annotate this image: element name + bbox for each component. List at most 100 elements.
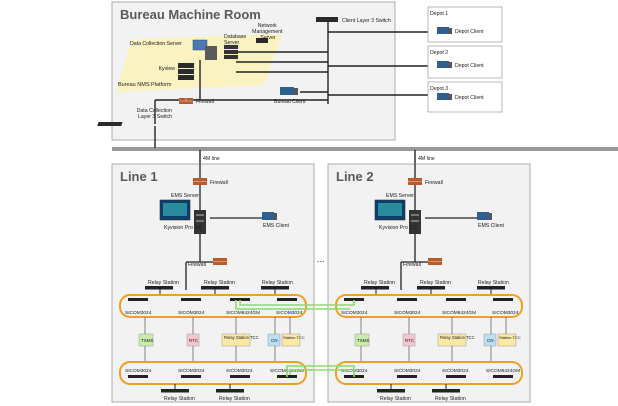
nms-platform-area xyxy=(116,34,282,92)
network-management-server-label: Network Management Server xyxy=(252,23,284,41)
client-switch-label: Client Layer 3 Switch xyxy=(342,18,391,24)
depot-2-title: Depot 2 xyxy=(430,50,448,56)
bureau-links xyxy=(154,19,428,124)
line1-sicom-top-1-label: SICOM3024 xyxy=(125,310,152,316)
line1-sicom-top-4-label: SICOM3024 xyxy=(276,310,303,316)
line2-sicom-top-4 xyxy=(493,298,513,301)
line2-tsms-label: TSMS xyxy=(357,338,370,343)
line2-top-ring xyxy=(335,294,523,318)
line1-firewall-top-icon xyxy=(193,178,207,185)
line2-relay-bottom-2-label: Relay Station xyxy=(435,396,466,402)
db-label-line1: Database xyxy=(224,34,246,40)
line1-bottom-ring xyxy=(119,361,307,385)
line1-kyvision-label: Kyvision Pro 3.0 xyxy=(164,225,202,231)
line1-relay-bottom-1-label: Relay Station xyxy=(164,396,195,402)
nms-label-line3: Server xyxy=(260,35,276,41)
line2-sicom-top-4-label: SICOM3024 xyxy=(492,310,519,316)
line1-relay-switch-top-1 xyxy=(145,286,173,290)
line2-relay-switch-bottom-1 xyxy=(377,389,405,393)
line1-station-tcc-device xyxy=(281,333,301,347)
line2-relay-switch-bottom-2 xyxy=(432,389,460,393)
line1-sicom-bottom-3 xyxy=(230,375,250,378)
line1-sicom-bottom-2 xyxy=(181,375,201,378)
line1-cn-label: CN xyxy=(271,338,278,343)
line2-firewall-top-icon xyxy=(408,178,422,185)
line2-ems-server-label: EMS Server xyxy=(386,193,414,199)
line2-ems-monitor-icon xyxy=(374,199,406,221)
kyview-server-icon xyxy=(178,63,194,80)
bureau-firewall-label: Firewall xyxy=(196,99,214,105)
depot-2-client-label: Depot Client xyxy=(455,63,484,69)
line1-relay-switch-top-3 xyxy=(261,286,289,290)
line1-tsms-device xyxy=(138,333,154,347)
line1-title: Line 1 xyxy=(120,169,158,184)
line1-relay-top-3-label: Relay Station xyxy=(262,280,293,286)
line2-relay-bottom-1-label: Relay Station xyxy=(380,396,411,402)
line1-relay-tcc-label: Relay Station TCC xyxy=(224,335,259,340)
line1-station-tcc-label: Station TCC xyxy=(283,335,305,340)
line1-sicom-top-2 xyxy=(181,298,201,301)
line1-relay-tcc-device xyxy=(221,333,251,347)
bureau-client-label: Bureau Client xyxy=(274,99,306,105)
line2-sicom-top-2-label: SICOM3024 xyxy=(394,310,421,316)
line1-relay-switch-top-2 xyxy=(201,286,229,290)
line1-sicom-bottom-2-label: SICOM3024 xyxy=(178,368,205,374)
line2-relay-top-1-label: Relay Station xyxy=(364,280,395,286)
bureau-nms-platform-label: Bureau NMS Platform xyxy=(118,82,172,88)
line1-ems-client-icon xyxy=(262,212,277,220)
data-collection-switch-icon xyxy=(97,122,123,126)
line1-tsms-label: TSMS xyxy=(141,338,154,343)
line2-sicom-bottom-3-label: SICOM3024 xyxy=(442,368,469,374)
line2-sicom-top-1-label: SICOM3024 xyxy=(341,310,368,316)
line1-sicom-top-4 xyxy=(277,298,297,301)
line2-kyvision-label: Kyvision Pro 3.0 xyxy=(379,225,417,231)
line2-rtc-device xyxy=(402,333,416,347)
line2-relay-tcc-device xyxy=(437,333,467,347)
depot-1-client-icon xyxy=(437,27,449,34)
line2-station-tcc-label: Station TCC xyxy=(499,335,521,340)
line2-relay-top-3-label: Relay Station xyxy=(478,280,509,286)
line2-ems-client-label: EMS Client xyxy=(478,223,505,229)
data-collection-server-label: Data Collection Server xyxy=(130,41,182,47)
depot-1-title: Depot 1 xyxy=(430,11,448,17)
line2-relay-top-2-label: Relay Station xyxy=(420,280,451,286)
line1-sicom-top-3 xyxy=(230,298,250,301)
line2-sicom-top-3 xyxy=(446,298,466,301)
line2-relay-tcc-label: Relay Station TCC xyxy=(440,335,475,340)
nms-label-line2: Management xyxy=(252,29,283,35)
line1-firewall-mid-label: Firewall xyxy=(188,262,206,268)
line2-sicom-top-1 xyxy=(344,298,364,301)
inter-line-green-links xyxy=(235,300,355,377)
line2-firewall-top-label: Firewall xyxy=(425,180,443,186)
line1-rtc-label: RTC xyxy=(189,338,199,343)
line1-sicom-bottom-1 xyxy=(128,375,148,378)
line2-ems-server-icon xyxy=(409,210,421,234)
line1-ems-client-label: EMS Client xyxy=(263,223,290,229)
depot-2: Depot 2 Depot Client xyxy=(427,45,503,79)
line1-relay-switch-bottom-2 xyxy=(216,389,244,393)
bureau-firewall-icon xyxy=(179,98,193,104)
line2-relay-switch-top-1 xyxy=(361,286,389,290)
line1-sicom-bottom-1-label: SICOM3024 xyxy=(125,368,152,374)
line2-sicom-top-3-label: SICOM6424GM xyxy=(442,310,476,316)
line2-sicom-bottom-3 xyxy=(446,375,466,378)
more-lines-ellipsis: ... xyxy=(317,254,325,264)
line1-sicom-top-2-label: SICOM3024 xyxy=(178,310,205,316)
line2-sicom-top-2 xyxy=(397,298,417,301)
line1-firewall-mid-icon xyxy=(213,258,227,265)
line1-relay-switch-bottom-1 xyxy=(161,389,189,393)
line1-firewall-top-label: Firewall xyxy=(210,180,228,186)
line1-relay-top-2-label: Relay Station xyxy=(204,280,235,286)
db-label-line2: Server xyxy=(224,40,240,46)
line1-sicom-top-1 xyxy=(128,298,148,301)
line2-sicom-bottom-2-label: SICOM3024 xyxy=(394,368,421,374)
line2-firewall-mid-icon xyxy=(428,258,442,265)
depot-3-client-label: Depot Client xyxy=(455,95,484,101)
line2-relay-switch-top-3 xyxy=(477,286,505,290)
line2-station-tcc-device xyxy=(497,333,517,347)
line1-ems-monitor-icon xyxy=(159,199,191,221)
data-collection-server-icon xyxy=(192,39,217,60)
line1-ems-server-icon xyxy=(194,210,206,234)
line2-cn-device xyxy=(483,333,497,347)
